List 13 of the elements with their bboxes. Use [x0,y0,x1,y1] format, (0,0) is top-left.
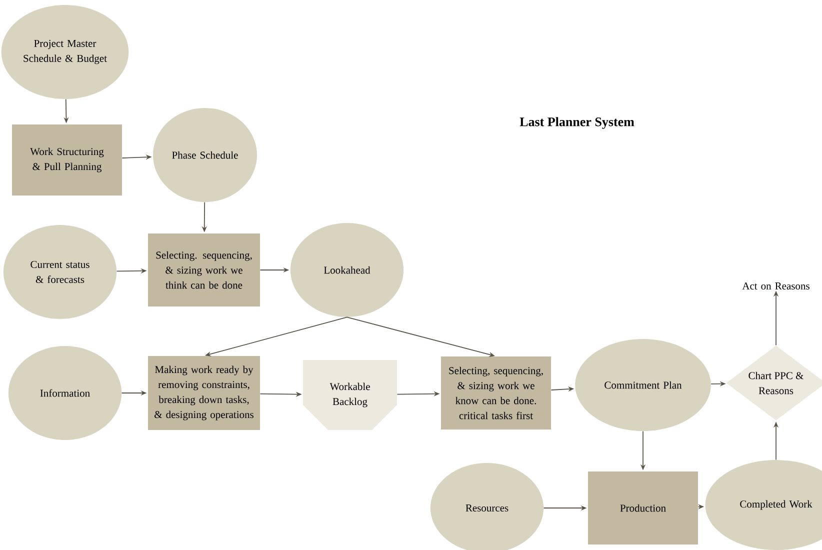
process-box: Production [588,472,698,544]
circle-node: Project Master Schedule & Budget [1,5,129,99]
outcome-text: Act on Reasons [742,282,810,290]
process-box: Selecting. sequencing, & sizing work we think can be done [148,234,260,306]
circle-node: Information [8,346,122,440]
circle-node: Current status & forecasts [3,225,117,319]
process-box: Making work ready by removing constraints, breaking down tasks, & designing operations [148,356,260,430]
circle-node: Lookahead [290,223,404,317]
process-box: Selecting, sequencing, & sizing work we know can be done. critical tasks first [441,356,551,430]
circle-node: Commitment Plan [575,339,711,431]
diagram-title: Last Planner System [520,117,634,129]
circle-node: Phase Schedule [153,108,257,202]
process-box: Work Structuring & Pull Planning [12,124,122,196]
